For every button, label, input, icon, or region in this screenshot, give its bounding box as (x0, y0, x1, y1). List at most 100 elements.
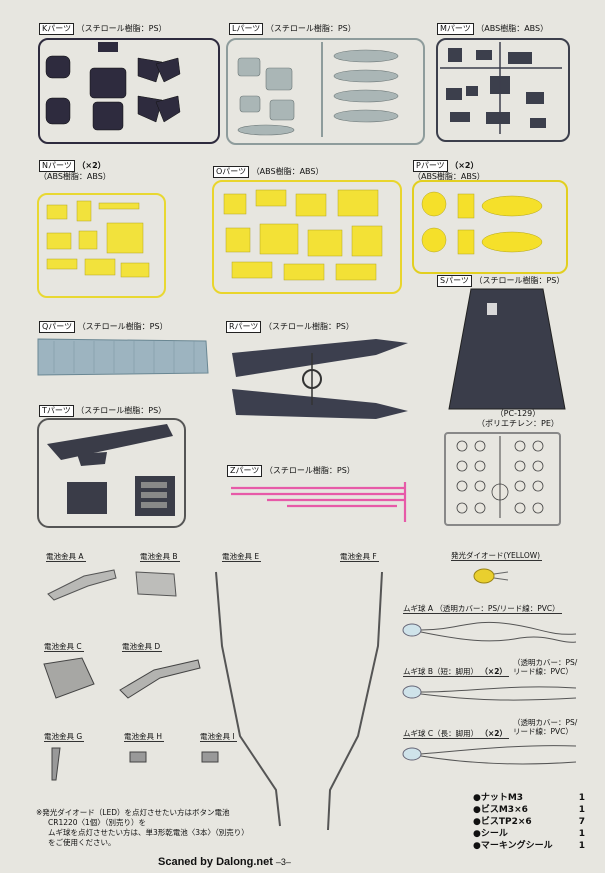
bulb-a-spec: （透明カバー：PS/リード線：PVC） (435, 604, 560, 613)
bulb-b-qty: （×2） (480, 667, 507, 676)
sprue-q-material: （スチロール樹脂：PS） (77, 322, 168, 331)
parts-item-qty: 1 (578, 829, 585, 839)
sprue-l-title: Lパーツ (229, 23, 264, 35)
sprue-s-parts (448, 288, 566, 410)
bulb-c-label: ムギ球 C（長：脚用） （×2） (403, 729, 510, 739)
sprue-l-label: Lパーツ （スチロール樹脂：PS） (229, 23, 356, 35)
sprue-pc-frame (444, 432, 561, 526)
bulb-c-spec1: （透明カバー：PS/ (513, 718, 578, 727)
fitting-b-label: 電池金具 B (140, 552, 180, 562)
fitting-a-label: 電池金具 A (46, 552, 86, 562)
parts-item-qty: 7 (578, 817, 585, 827)
sprue-q-title: Qパーツ (39, 321, 76, 333)
parts-item-qty: 1 (578, 841, 585, 851)
sprue-r-label: Rパーツ （スチロール樹脂：PS） (226, 321, 354, 333)
parts-item-name: ●ビスTP2×6 (473, 817, 532, 827)
sprue-r-title: Rパーツ (226, 321, 262, 333)
parts-item-name: ●ナットM3 (473, 793, 524, 803)
sprue-n-label: Nパーツ （×2） （ABS樹脂：ABS） (39, 160, 111, 182)
fitting-g-part (51, 747, 61, 781)
parts-list-item: ●シール 1 (473, 828, 585, 840)
bulb-a-wire (402, 621, 577, 643)
page-number: –3– (275, 857, 291, 867)
sprue-k-title: Kパーツ (39, 23, 75, 35)
parts-list-item: ●ナットM3 1 (473, 792, 585, 804)
led-part (473, 568, 509, 584)
sprue-q-parts (37, 338, 209, 376)
note-line: ムギ球を点灯させたい方は、単3形乾電池〈3本〉（別売り） (48, 828, 249, 837)
bulb-c-qty: （×2） (480, 729, 508, 738)
sprue-pc-label: （PC-129） （ポリエチレン：PE） (477, 409, 559, 429)
fitting-g-label: 電池金具 G (44, 732, 85, 742)
note-line: CR1220〈1個〉（別売り）を (48, 818, 147, 827)
sprue-r-parts (232, 339, 408, 419)
sprue-o-frame (212, 180, 402, 294)
led-label: 発光ダイオード(YELLOW) (451, 551, 543, 561)
sprue-t-label: Tパーツ （スチロール樹脂：PS） (39, 405, 166, 417)
bulb-b-label: ムギ球 B（短：脚用） （×2） (403, 667, 509, 677)
sprue-z-material: （スチロール樹脂：PS） (264, 466, 355, 475)
fitting-i-part (201, 751, 219, 763)
fitting-a-part (47, 569, 117, 601)
sprue-t-material: （スチロール樹脂：PS） (76, 406, 167, 415)
sprue-pc-material: （ポリエチレン：PE） (477, 419, 559, 428)
sprue-m-frame (436, 38, 570, 142)
fitting-c-part (43, 657, 95, 699)
bulb-c-wire (402, 745, 577, 765)
sprue-n-material: （ABS樹脂：ABS） (39, 172, 111, 181)
fitting-d-label: 電池金具 D (122, 642, 163, 652)
note-line: ※発光ダイオード（LED）を点灯させたい方はボタン電池 (36, 808, 230, 817)
sprue-n-frame (37, 193, 166, 298)
fitting-i-label: 電池金具 I (200, 732, 237, 742)
sprue-m-title: Mパーツ (437, 23, 474, 35)
bulb-b-spec2: リード線：PVC） (513, 667, 573, 676)
sprue-n-qty: （×2） (77, 161, 106, 170)
bulb-c-spec: （透明カバー：PS/ リード線：PVC） (513, 718, 577, 736)
sprue-p-qty: （×2） (450, 161, 479, 170)
sprue-l-parts (237, 42, 399, 137)
sprue-k-material: （スチロール樹脂：PS） (76, 24, 167, 33)
sprue-q-label: Qパーツ （スチロール樹脂：PS） (39, 321, 168, 333)
bulb-b-name: ムギ球 B（短：脚用） (403, 667, 479, 676)
fitting-f-label: 電池金具 F (340, 552, 379, 562)
sprue-pc-title: （PC-129） (495, 409, 541, 418)
bulb-c-name: ムギ球 C（長：脚用） (403, 729, 479, 738)
sprue-s-label: Sパーツ （スチロール樹脂：PS） (437, 275, 564, 287)
bulb-b-wire (402, 685, 577, 701)
sprue-m-label: Mパーツ （ABS樹脂：ABS） (437, 23, 548, 35)
sprue-l-frame (226, 38, 425, 145)
sprue-z-label: Zパーツ （スチロール樹脂：PS） (227, 465, 355, 477)
fitting-f-wire (327, 571, 383, 831)
footer-credit: Scaned by Dalong.net (158, 856, 273, 868)
sprue-o-title: Oパーツ (213, 166, 250, 178)
sprue-z-parts (231, 482, 407, 522)
sprue-r-material: （スチロール樹脂：PS） (263, 322, 354, 331)
sprue-n-title: Nパーツ (39, 160, 75, 172)
note-line: をご使用ください。 (48, 838, 116, 847)
fitting-d-part (119, 659, 201, 699)
sprue-pc-parts (456, 436, 544, 518)
bulb-b-spec1: （透明カバー：PS/ (513, 658, 578, 667)
sprue-p-title: Pパーツ (413, 160, 448, 172)
footer: Scaned by Dalong.net–3– (158, 856, 291, 868)
fitting-b-part (135, 571, 177, 597)
sprue-o-parts (223, 189, 383, 281)
sprue-t-frame (37, 418, 186, 528)
sprue-p-parts (421, 191, 543, 255)
sprue-s-title: Sパーツ (437, 275, 472, 287)
parts-item-name: ●シール (473, 829, 508, 839)
sprue-o-material: （ABS樹脂：ABS） (251, 167, 324, 176)
sprue-k-label: Kパーツ （スチロール樹脂：PS） (39, 23, 167, 35)
bulb-a-label: ムギ球 A （透明カバー：PS/リード線：PVC） (403, 604, 562, 614)
fitting-e-label: 電池金具 E (222, 552, 262, 562)
bulb-b-spec: （透明カバー：PS/ リード線：PVC） (513, 658, 577, 676)
sprue-m-parts (440, 42, 562, 134)
parts-item-name: ●ビスM3×6 (473, 805, 528, 815)
parts-list-item: ●ビスTP2×6 7 (473, 816, 585, 828)
sprue-z-title: Zパーツ (227, 465, 263, 477)
parts-item-qty: 1 (578, 793, 585, 803)
